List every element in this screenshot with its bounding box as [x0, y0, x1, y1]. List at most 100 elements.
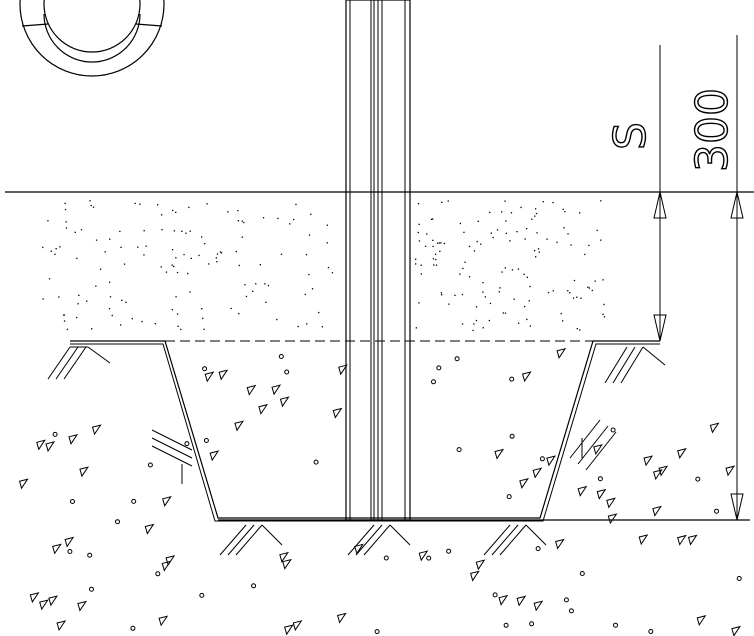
topsoil-dot: [417, 203, 420, 205]
topsoil-dot: [464, 261, 466, 263]
topsoil-dot: [80, 229, 83, 231]
topsoil-dot: [504, 312, 507, 314]
topsoil-dot: [238, 264, 240, 267]
topsoil-dot: [173, 265, 175, 268]
topsoil-dot: [131, 318, 133, 320]
topsoil-dot: [473, 250, 476, 252]
topsoil-dot: [297, 325, 299, 328]
topsoil-dot: [50, 250, 52, 252]
topsoil-dot: [95, 239, 98, 241]
gravel-triangle: [258, 403, 269, 415]
topsoil-dot: [432, 258, 435, 260]
topsoil-dot: [265, 301, 267, 303]
topsoil-dot: [529, 285, 531, 288]
topsoil-dot: [109, 281, 111, 283]
gravel-triangle: [29, 592, 40, 604]
topsoil-dot: [308, 234, 311, 236]
topsoil-dot: [501, 211, 503, 213]
topsoil-dot: [42, 298, 44, 300]
topsoil-dot: [203, 328, 205, 330]
topsoil-dot: [208, 263, 210, 265]
topsoil-dot: [206, 203, 208, 205]
topsoil-dot: [418, 240, 421, 242]
topsoil-dot: [528, 300, 530, 302]
topsoil-dot: [563, 227, 565, 229]
gravel-circle: [184, 441, 190, 447]
topsoil-dot: [523, 273, 525, 275]
gravel-circle: [284, 369, 290, 375]
topsoil-dot: [433, 264, 435, 266]
gravel-triangle: [577, 485, 588, 497]
topsoil-dot: [220, 252, 223, 254]
gravel-triangle: [521, 371, 532, 383]
gravel-circle: [67, 549, 73, 554]
gravel-triangle: [687, 534, 698, 546]
topsoil-dot: [502, 312, 504, 314]
topsoil-dot: [64, 202, 66, 204]
topsoil-dot: [498, 291, 500, 293]
topsoil-dot: [570, 244, 572, 246]
gravel-circle: [131, 498, 137, 504]
topsoil-dot: [547, 291, 550, 294]
topsoil-dot: [476, 240, 478, 243]
dimension-300-label: 300: [687, 88, 738, 172]
topsoil-dot: [591, 289, 593, 292]
topsoil-dot: [139, 203, 141, 205]
gravel-triangle: [79, 466, 90, 478]
topsoil-dot: [580, 297, 582, 299]
topsoil-dot: [160, 266, 162, 268]
topsoil-dot: [55, 248, 57, 250]
topsoil-dot: [243, 221, 245, 224]
topsoil-dot: [490, 232, 492, 234]
topsoil-dot: [280, 253, 283, 255]
topsoil-dot: [468, 245, 471, 248]
topsoil-dot: [277, 217, 279, 220]
topsoil-dot: [66, 328, 69, 331]
gravel-circle: [613, 622, 618, 628]
topsoil-dot: [63, 320, 66, 322]
gravel-circle: [278, 354, 284, 359]
topsoil-dot: [293, 218, 295, 221]
gravel-triangle: [271, 384, 282, 396]
topsoil-dot: [143, 230, 145, 232]
topsoil-dot: [134, 202, 136, 205]
topsoil-dot: [415, 263, 417, 265]
topsoil-dot: [143, 254, 145, 256]
topsoil-dot: [546, 238, 548, 240]
topsoil-dot: [562, 208, 564, 210]
topsoil-dot: [154, 323, 156, 325]
gravel-triangle: [144, 523, 155, 535]
topsoil-dot: [181, 230, 183, 232]
topsoil-dot: [305, 254, 308, 256]
topsoil-dot: [602, 313, 604, 315]
topsoil-dot: [535, 212, 538, 215]
gravel-triangle: [532, 467, 543, 479]
topsoil-dot: [552, 201, 554, 204]
topsoil-dot: [520, 206, 522, 209]
topsoil-dot: [459, 273, 461, 275]
gravel-triangle: [555, 538, 565, 550]
topsoil-dot: [437, 242, 439, 244]
gravel-triangle: [77, 600, 88, 612]
topsoil-dot: [499, 287, 501, 289]
topsoil-dot: [534, 250, 536, 252]
topsoil-dot: [482, 291, 484, 293]
topsoil-dot: [175, 257, 177, 259]
topsoil-dot: [171, 264, 173, 266]
gravel-circle: [436, 365, 442, 371]
gravel-circle: [503, 622, 509, 628]
topsoil-dot: [447, 200, 449, 202]
gravel-circle: [563, 597, 569, 603]
topsoil-dot: [526, 228, 528, 230]
topsoil-dot: [562, 320, 564, 322]
topsoil-dot: [252, 290, 254, 292]
topsoil-dot: [202, 317, 204, 320]
topsoil-dot: [267, 284, 269, 287]
topsoil-dot: [95, 285, 97, 287]
gravel-triangle: [658, 465, 669, 477]
topsoil-dot: [108, 308, 111, 310]
topsoil-dot: [526, 318, 528, 321]
topsoil-dot: [172, 209, 174, 212]
gravel-triangle: [596, 488, 607, 500]
gravel-circle: [199, 592, 205, 598]
